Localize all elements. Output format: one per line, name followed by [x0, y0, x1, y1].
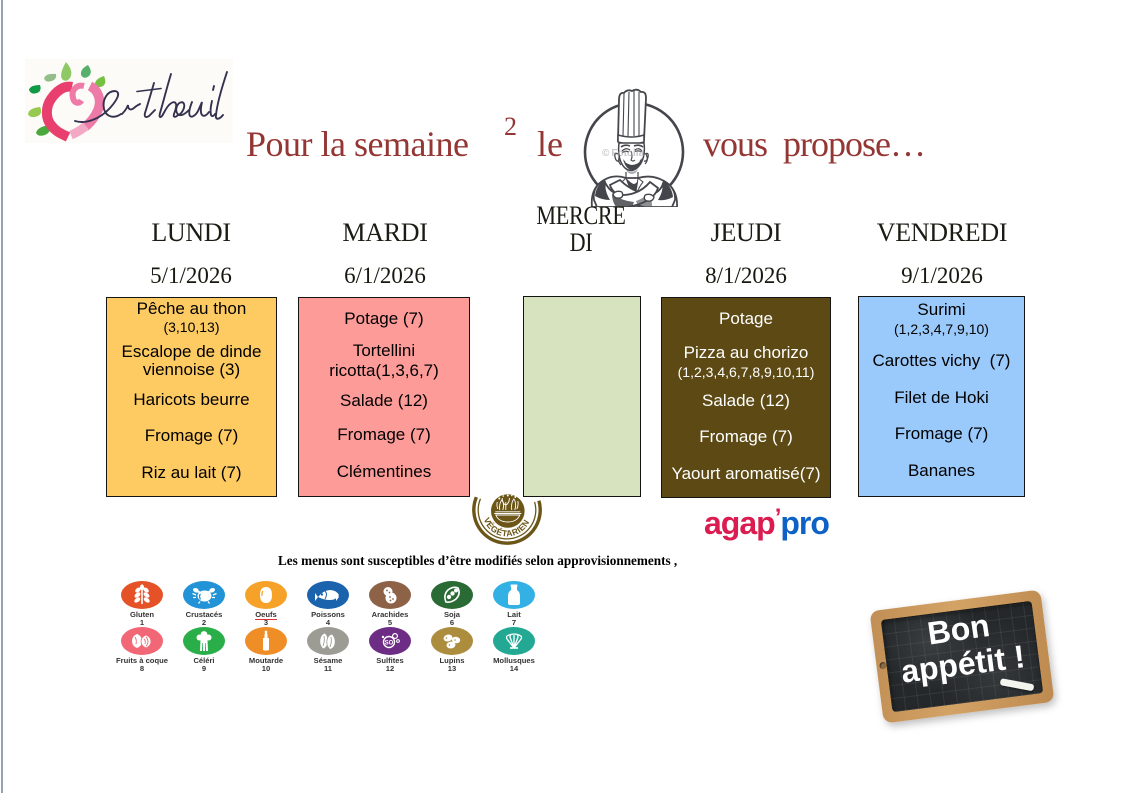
- svg-text:© Fotolia: © Fotolia: [602, 148, 645, 159]
- svg-text:SO: SO: [385, 641, 394, 647]
